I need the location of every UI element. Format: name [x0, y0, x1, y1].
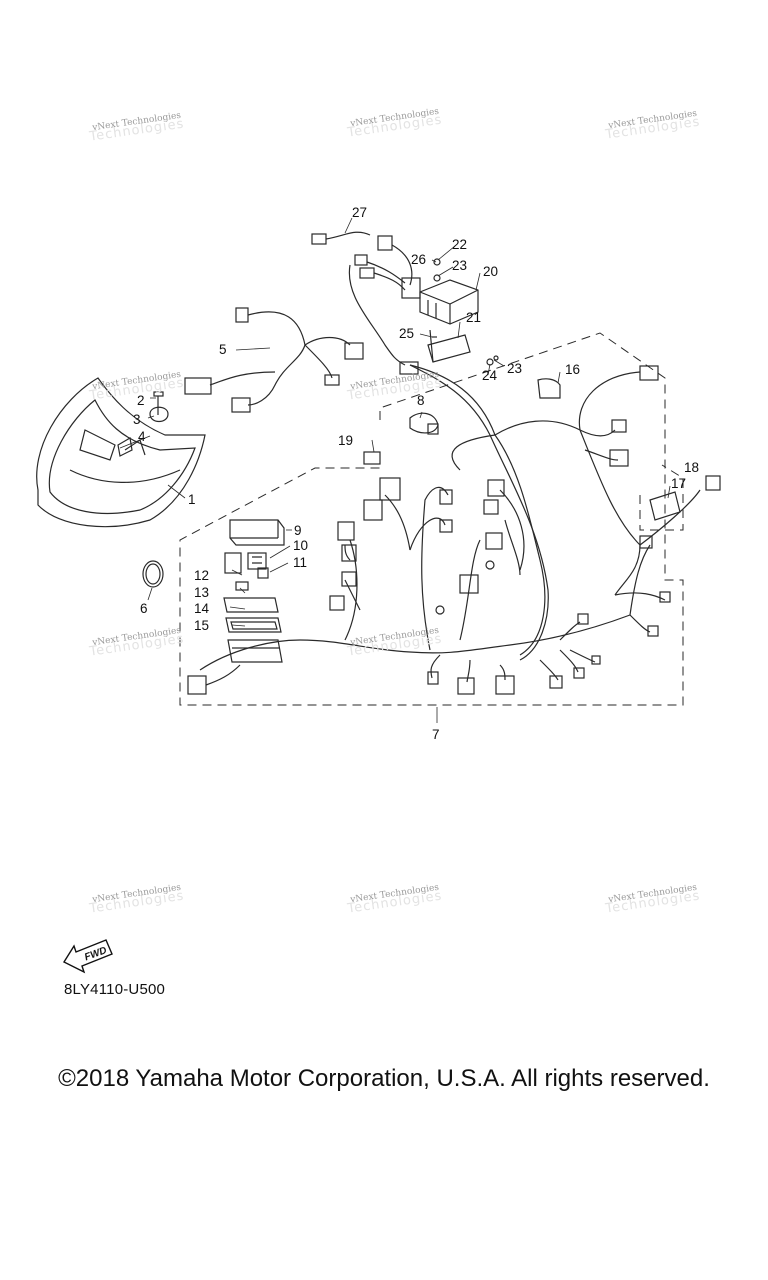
callout-16: 16 — [565, 362, 580, 377]
sub-harness-5 — [184, 307, 364, 413]
callout-7: 7 — [432, 727, 440, 742]
main-harness-7 — [187, 364, 721, 695]
callout-13: 13 — [194, 585, 209, 600]
cover-15 — [225, 617, 282, 633]
callout-23a: 23 — [452, 258, 467, 273]
callout-17: 17 — [671, 476, 686, 491]
callout-9: 9 — [294, 523, 302, 538]
callout-2: 2 — [137, 393, 145, 408]
diagram-code: 8LY4110-U500 — [64, 981, 166, 998]
callout-18: 18 — [684, 460, 699, 475]
callout-8: 8 — [417, 393, 425, 408]
ecu-20 — [419, 279, 479, 325]
callout-6: 6 — [140, 601, 148, 616]
callout-15: 15 — [194, 618, 209, 633]
relay-12 — [224, 552, 242, 574]
callout-21: 21 — [466, 310, 481, 325]
connector-19 — [363, 451, 381, 465]
callout-5: 5 — [219, 342, 227, 357]
harness-7-boundary — [179, 332, 684, 706]
fuse-panel-14 — [223, 597, 279, 613]
relay-10 — [247, 552, 267, 570]
callout-12: 12 — [194, 568, 209, 583]
callout-19: 19 — [338, 433, 353, 448]
bolt-2 — [153, 391, 164, 415]
callout-10: 10 — [293, 538, 308, 553]
fuse-block — [227, 639, 283, 663]
callout-26: 26 — [411, 252, 426, 267]
callout-14: 14 — [194, 601, 210, 616]
callout-23b: 23 — [507, 361, 522, 376]
callout-3: 3 — [133, 412, 141, 427]
label-17 — [649, 491, 681, 521]
copyright-notice: ©2018 Yamaha Motor Corporation, U.S.A. A… — [58, 1065, 710, 1092]
band-6 — [142, 560, 164, 588]
callout-11: 11 — [293, 555, 307, 570]
fuse-box-9 — [229, 519, 285, 546]
callout-20: 20 — [483, 264, 498, 279]
sub-harness-27 — [311, 231, 421, 375]
clamp-4 — [117, 437, 133, 457]
callout-4: 4 — [138, 429, 146, 444]
relay-11 — [257, 567, 269, 579]
callout-22: 22 — [452, 237, 467, 252]
callout-leaders — [119, 217, 671, 723]
fwd-arrow-icon: FWD — [62, 939, 113, 974]
fuse-13 — [235, 581, 249, 591]
connector-16 — [537, 378, 561, 399]
callout-24: 24 — [482, 368, 498, 383]
connector-8 — [409, 412, 439, 435]
callout-labels: 1 2 3 4 5 6 7 8 9 10 11 12 13 14 15 16 1… — [133, 205, 699, 742]
headlight-cowl — [36, 377, 206, 528]
bracket-21 — [427, 329, 471, 363]
callout-27: 27 — [352, 205, 367, 220]
callout-1: 1 — [188, 492, 196, 507]
callout-25: 25 — [399, 326, 414, 341]
bracket-3 — [149, 406, 169, 423]
